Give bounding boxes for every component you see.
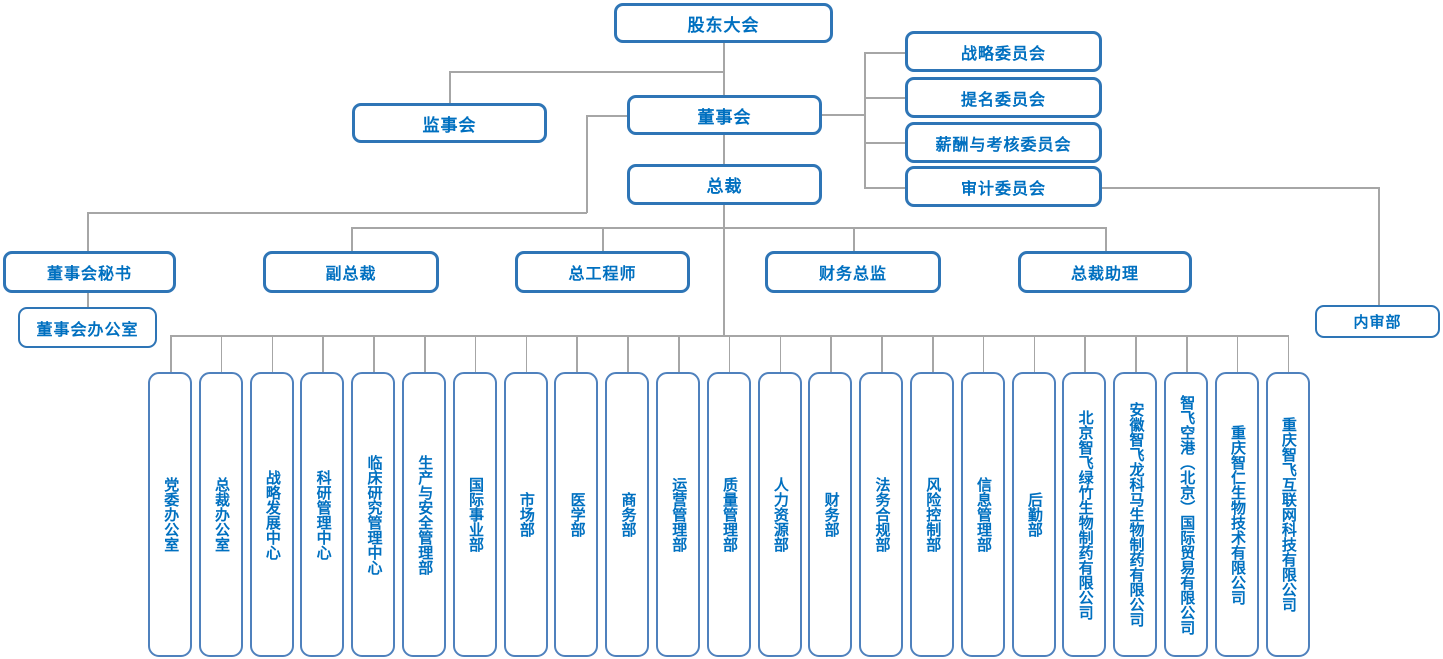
node-committee-strategy: 战略委员会 (905, 31, 1102, 72)
connector-exec-stub-4 (1105, 227, 1107, 251)
connector-secretary-h2 (87, 212, 587, 214)
node-subsidiary: 安徽智飞龙科马生物制药有限公司 (1113, 372, 1158, 657)
connector-president-down (723, 205, 725, 336)
node-department: 生产与安全管理部 (402, 372, 446, 657)
node-subsidiary: 智飞空港（北京）国际贸易有限公司 (1164, 372, 1208, 657)
node-department: 医学部 (554, 372, 599, 657)
connector-exec-stub-2 (602, 227, 604, 251)
connector-secretary-office (87, 293, 89, 307)
node-department: 党委办公室 (148, 372, 192, 657)
connector-dept-stub (576, 335, 578, 372)
connector-dept-stub (982, 335, 985, 372)
connector-dept-stub (1287, 335, 1290, 372)
connector-dept-stub (1084, 335, 1086, 372)
node-shareholders-meeting: 股东大会 (614, 3, 833, 43)
connector-dept-stub (474, 335, 477, 372)
connector-dept-stub (373, 335, 375, 372)
connector-supervisory-h (449, 71, 724, 73)
connector-dept-stub (728, 335, 731, 372)
node-department: 运营管理部 (656, 372, 700, 657)
node-vice-president: 副总裁 (263, 251, 439, 293)
connector-audit-internal-h (1102, 187, 1379, 189)
node-department: 科研管理中心 (300, 372, 345, 657)
connector-dept-stub (424, 335, 426, 372)
connector-committee-spine (864, 52, 866, 188)
connector-dept-stub (1033, 335, 1036, 372)
connector-dept-stub (1186, 335, 1188, 372)
connector-supervisory-v (449, 71, 451, 104)
node-internal-audit: 内审部 (1315, 305, 1440, 338)
node-department: 国际事业部 (452, 372, 497, 657)
connector-dept-stub (170, 335, 172, 372)
connector-dept-stub (881, 335, 883, 372)
connector-exec-branch (351, 227, 1106, 229)
connector-dept-stub (830, 335, 832, 372)
connector-dept-stub (271, 335, 274, 372)
node-department: 财务部 (808, 372, 853, 657)
connector-secretary-v1 (586, 115, 588, 213)
node-board-of-directors: 董事会 (627, 95, 822, 135)
node-chief-engineer: 总工程师 (515, 251, 690, 293)
node-committee-audit: 审计委员会 (905, 166, 1102, 207)
node-subsidiary: 重庆智仁生物技术有限公司 (1214, 372, 1259, 657)
node-department: 人力资源部 (757, 372, 802, 657)
node-department: 战略发展中心 (249, 372, 294, 657)
connector-exec-stub-3 (853, 227, 855, 251)
node-committee-nomination: 提名委员会 (905, 77, 1102, 118)
node-department: 市场部 (503, 372, 548, 657)
connector-dept-stub (678, 335, 680, 372)
node-president-assistant: 总裁助理 (1018, 251, 1192, 293)
connector-shareholders-board (723, 43, 725, 96)
node-cfo: 财务总监 (765, 251, 941, 293)
connector-secretary-v2 (87, 212, 89, 251)
connector-committee-stub-3 (864, 142, 905, 144)
connector-exec-stub-1 (351, 227, 353, 251)
connector-secretary-h1 (586, 115, 627, 117)
connector-dept-stub (525, 335, 528, 372)
connector-dept-stub (322, 335, 324, 372)
connector-dept-stub (627, 335, 629, 372)
node-department: 商务部 (605, 372, 650, 657)
node-department: 总裁办公室 (198, 372, 243, 657)
node-department: 信息管理部 (960, 372, 1005, 657)
connector-board-president (723, 135, 725, 164)
connector-committee-stub-2 (864, 97, 905, 99)
node-department: 法务合规部 (859, 372, 904, 657)
node-department: 风险控制部 (910, 372, 954, 657)
node-subsidiary: 重庆智飞互联网科技有限公司 (1265, 372, 1310, 657)
node-subsidiary: 北京智飞绿竹生物制药有限公司 (1062, 372, 1107, 657)
node-department: 后勤部 (1011, 372, 1056, 657)
connector-dept-stub (1236, 335, 1239, 372)
connector-dept-stub (1135, 335, 1137, 372)
connector-dept-stub (779, 335, 782, 372)
node-department: 质量管理部 (706, 372, 751, 657)
connector-dept-stub (932, 335, 934, 372)
connector-dept-stub (220, 335, 223, 372)
connector-audit-internal-v (1378, 187, 1380, 305)
connector-board-committees (822, 114, 865, 116)
node-president: 总裁 (627, 164, 822, 205)
node-committee-remuneration: 薪酬与考核委员会 (905, 122, 1102, 163)
connector-committee-stub-1 (864, 52, 905, 54)
node-board-office: 董事会办公室 (18, 307, 157, 348)
connector-committee-stub-4 (864, 187, 905, 189)
node-department: 临床研究管理中心 (351, 372, 396, 657)
node-board-secretary: 董事会秘书 (3, 251, 176, 293)
node-supervisory-board: 监事会 (352, 103, 547, 143)
